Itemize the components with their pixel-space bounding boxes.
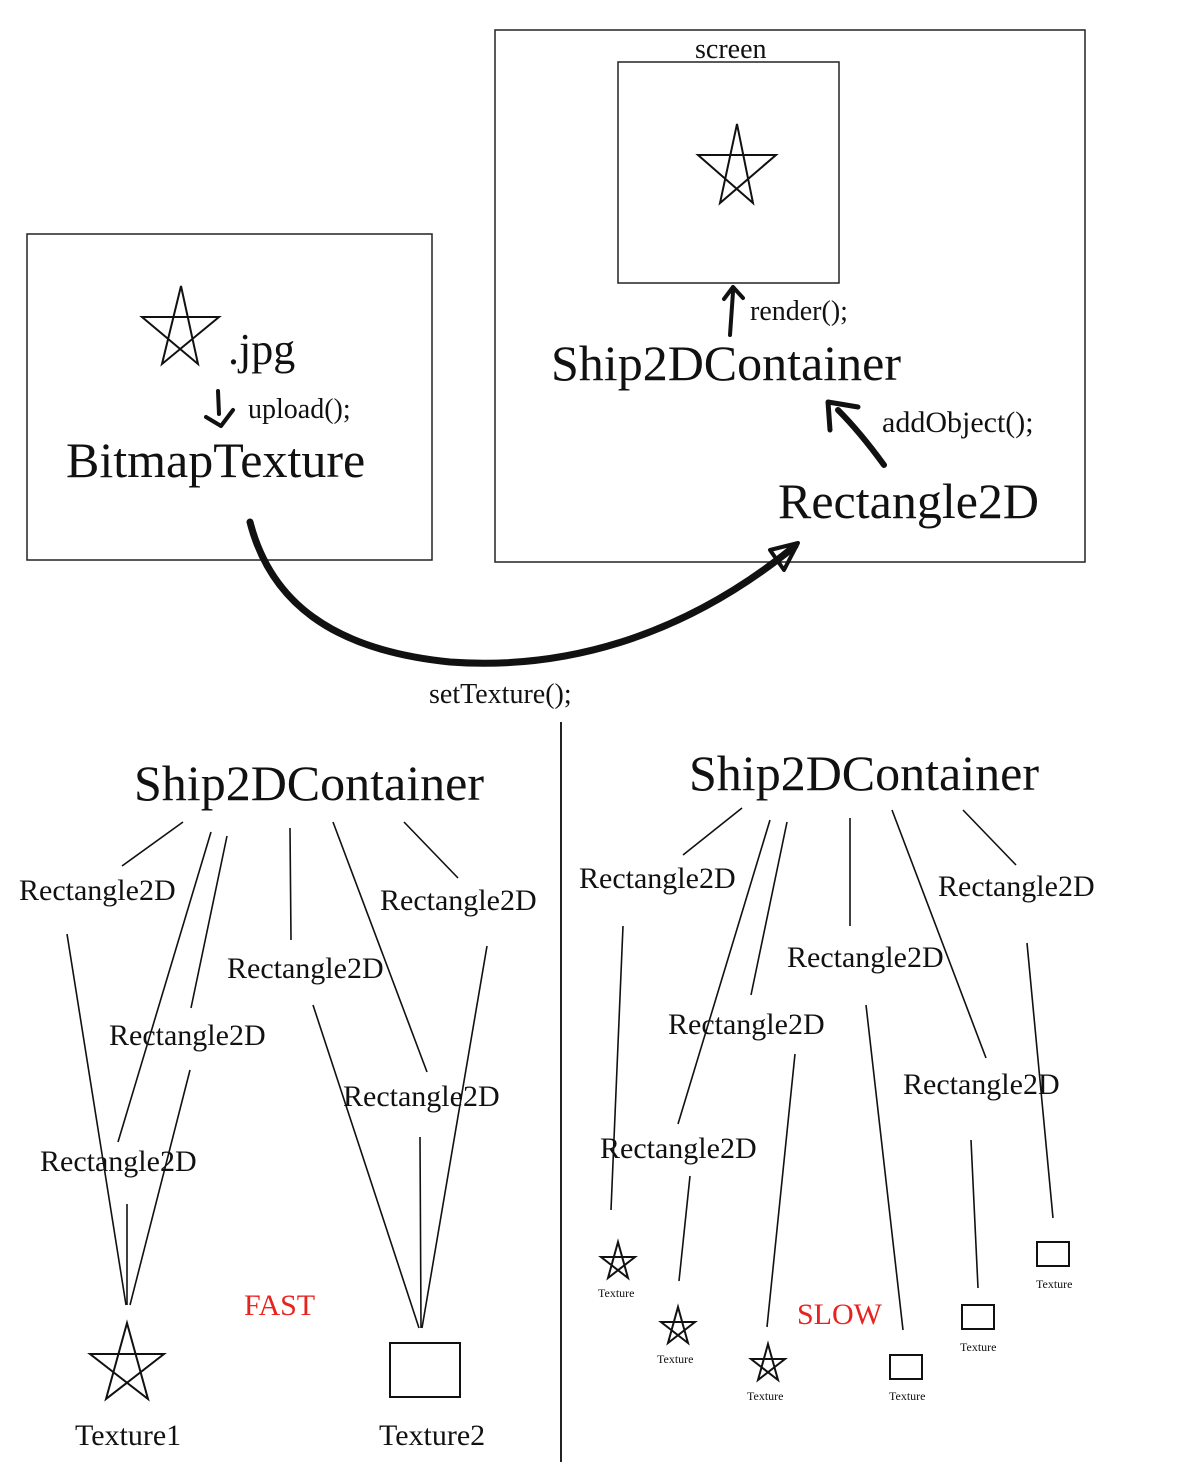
- slow-connector-lines: [610, 807, 1054, 1331]
- slow-rectangle-4: Rectangle2D: [668, 1008, 825, 1041]
- slow-rectangle-5: Rectangle2D: [903, 1068, 1060, 1101]
- slow-star-2-icon: [658, 1303, 698, 1346]
- upload-arrow-icon: [204, 389, 235, 428]
- slow-texture-1-label: Texture: [598, 1286, 634, 1300]
- fast-panel: Ship2DContainer Rectangle2D Rectangle2D …: [19, 755, 537, 1452]
- add-object-arrow-icon: [825, 399, 887, 468]
- render-label: render();: [750, 296, 848, 327]
- set-texture-label: setTexture();: [429, 679, 572, 710]
- bitmap-texture-label: BitmapTexture: [66, 432, 365, 488]
- slow-rect-2-icon: [961, 1304, 995, 1330]
- screen-star-icon: [695, 123, 779, 206]
- slow-container-label: Ship2DContainer: [689, 745, 1039, 801]
- upload-label: upload();: [248, 394, 351, 425]
- slow-texture-2-label: Texture: [657, 1352, 693, 1366]
- bitmap-panel-frame: [26, 233, 433, 561]
- add-object-label: addObject();: [882, 406, 1034, 439]
- fast-texture-2-label: Texture2: [379, 1419, 485, 1452]
- fast-connector-lines: [66, 821, 488, 1329]
- slow-texture-5-label: Texture: [960, 1340, 996, 1354]
- bitmap-panel: .jpg upload(); BitmapTexture: [26, 233, 433, 561]
- slow-rectangle-2: Rectangle2D: [938, 870, 1095, 903]
- slow-texture-6-label: Texture: [1036, 1277, 1072, 1291]
- slow-star-1-icon: [598, 1238, 638, 1281]
- slow-rect-3-icon: [1036, 1241, 1070, 1267]
- fast-texture-1-label: Texture1: [75, 1419, 181, 1452]
- top-rectangle-label: Rectangle2D: [778, 473, 1039, 529]
- container-panel: screen render(); Ship2DContainer addObje…: [494, 29, 1086, 563]
- slow-rect-1-icon: [889, 1354, 923, 1380]
- screen-frame: [617, 61, 840, 284]
- fast-rectangle-5: Rectangle2D: [343, 1080, 500, 1113]
- texture1-star-icon: [87, 1319, 167, 1402]
- slow-texture-3-label: Texture: [747, 1389, 783, 1403]
- fast-rectangle-1: Rectangle2D: [19, 874, 176, 907]
- slow-speed-label: SLOW: [797, 1298, 883, 1331]
- fast-rectangle-3: Rectangle2D: [227, 952, 384, 985]
- top-container-label: Ship2DContainer: [551, 335, 901, 391]
- fast-rectangle-2: Rectangle2D: [380, 884, 537, 917]
- fast-rectangle-4: Rectangle2D: [109, 1019, 266, 1052]
- slow-rectangle-6: Rectangle2D: [600, 1132, 757, 1165]
- texture2-rect-icon: [389, 1342, 461, 1398]
- screen-label: screen: [695, 34, 767, 65]
- fast-rectangle-6: Rectangle2D: [40, 1145, 197, 1178]
- render-arrow-icon: [722, 285, 745, 337]
- slow-rectangle-3: Rectangle2D: [787, 941, 944, 974]
- slow-panel: Ship2DContainer Rectangle2D Rectangle2D …: [579, 745, 1095, 1403]
- slow-star-3-icon: [748, 1340, 788, 1383]
- jpg-label: .jpg: [228, 325, 295, 374]
- fast-container-label: Ship2DContainer: [134, 755, 484, 811]
- slow-rectangle-1: Rectangle2D: [579, 862, 736, 895]
- slow-texture-4-label: Texture: [889, 1389, 925, 1403]
- set-texture-arrow-icon: [246, 518, 800, 667]
- jpg-star-icon: [139, 285, 222, 367]
- fast-speed-label: FAST: [244, 1289, 315, 1322]
